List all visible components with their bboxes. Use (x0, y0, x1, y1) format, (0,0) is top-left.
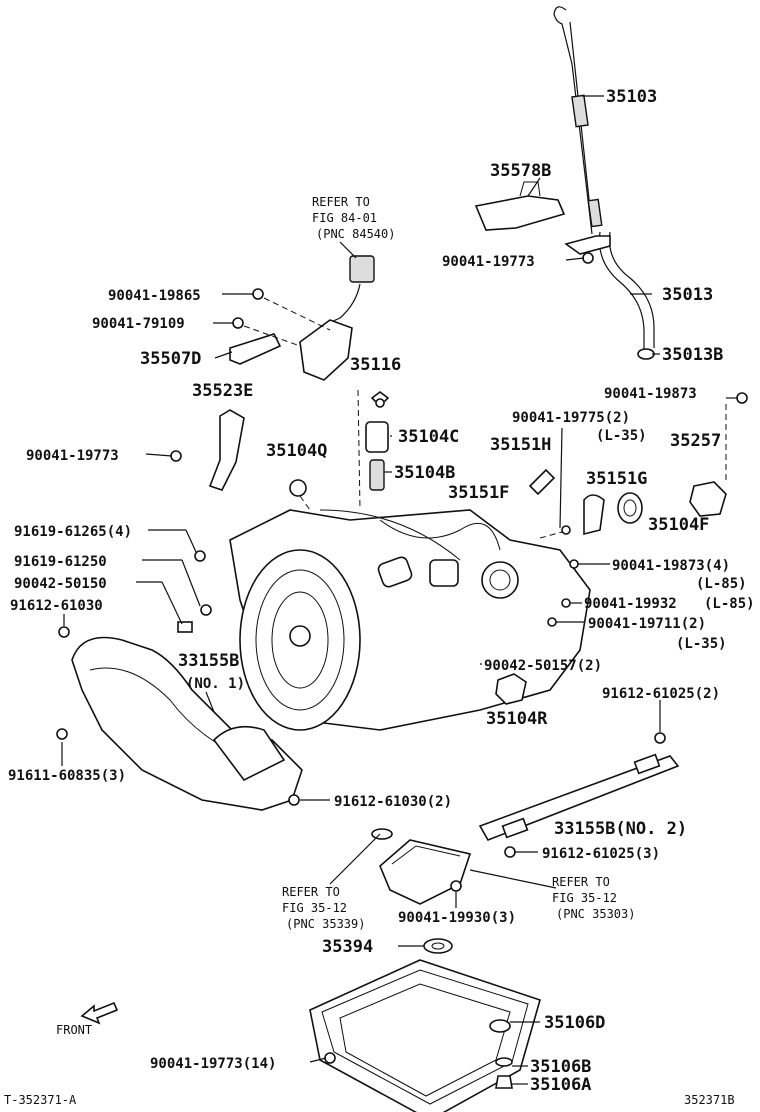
clamp-part-35578B (474, 181, 566, 231)
label-35104C: 35104C (398, 427, 459, 447)
label-90041-19711: 90041-19711(2) (588, 616, 706, 632)
label-90041-19773-14: 90041-19773(14) (150, 1056, 276, 1072)
part-labels: 35103 35578B 90041-19773 35013 35013B RE… (4, 87, 755, 1107)
ref-fig84-line2: FIG 84-01 (312, 211, 377, 225)
label-90041-19873-4: 90041-19873(4) (612, 558, 730, 574)
label-91612-61030-left: 91612-61030 (10, 598, 103, 614)
footer-left: T-352371-A (4, 1093, 77, 1107)
gasket-35394-inner (431, 942, 445, 950)
label-35151G: 35151G (586, 469, 647, 489)
label-35103: 35103 (606, 87, 657, 107)
label-91612-61025-2: 91612-61025(2) (602, 686, 720, 702)
ref-fig84-line3: (PNC 84540) (316, 227, 395, 241)
label-90041-19873: 90041-19873 (604, 386, 697, 402)
front-label: FRONT (56, 1023, 92, 1037)
label-90041-19773-left: 90041-19773 (26, 448, 119, 464)
ref-fig35-right-line3: (PNC 35303) (556, 907, 635, 921)
label-90042-50150: 90042-50150 (14, 576, 107, 592)
label-35151F: 35151F (448, 483, 509, 503)
label-35104Q: 35104Q (266, 441, 327, 461)
drain-gasket-35106B (495, 1057, 513, 1067)
label-90041-19932-note: (L-85) (704, 596, 755, 612)
transmission-case (229, 509, 591, 731)
label-90041-19930: 90041-19930(3) (398, 910, 516, 926)
label-35106B: 35106B (530, 1057, 591, 1077)
ref-fig35-left-line3: (PNC 35339) (286, 917, 365, 931)
ref-fig35-right-line2: FIG 35-12 (552, 891, 617, 905)
label-35523E: 35523E (192, 381, 253, 401)
bolts (56, 252, 748, 1064)
label-90041-19932: 90041-19932 (584, 596, 677, 612)
label-90041-19773-top: 90041-19773 (442, 254, 535, 270)
label-35394: 35394 (322, 937, 373, 957)
ref-fig84-line1: REFER TO (312, 195, 370, 209)
front-arrow-icon (80, 1001, 119, 1025)
label-90041-19775: 90041-19775(2) (512, 410, 630, 426)
dipstick-part (553, 6, 603, 235)
ref-fig35-left-line2: FIG 35-12 (282, 901, 347, 915)
label-35116: 35116 (350, 355, 401, 375)
label-35013: 35013 (662, 285, 713, 305)
filler-tube-part (564, 231, 655, 360)
label-35104R: 35104R (486, 709, 548, 729)
skid-plate-no1 (71, 636, 303, 811)
label-90041-79109: 90041-79109 (92, 316, 185, 332)
ref-fig35-right-line1: REFER TO (552, 875, 610, 889)
label-90041-19865: 90041-19865 (108, 288, 201, 304)
skid-plate-no2 (478, 753, 680, 841)
label-90042-50157: 90042-50157(2) (484, 658, 602, 674)
label-35013B: 35013B (662, 345, 723, 365)
footer-right: 352371B (684, 1093, 735, 1107)
label-91619-61250: 91619-61250 (14, 554, 107, 570)
label-90041-19775-note: (L-35) (596, 428, 647, 444)
label-91612-61030-2: 91612-61030(2) (334, 794, 452, 810)
harness-connector-part (229, 255, 375, 381)
plug-part-35104R (495, 673, 527, 705)
label-91619-61265: 91619-61265(4) (14, 524, 132, 540)
valve-body-part (371, 828, 472, 905)
ref-fig35-left-line1: REFER TO (282, 885, 340, 899)
label-35106D: 35106D (544, 1013, 605, 1033)
label-35151H: 35151H (490, 435, 551, 455)
label-90041-19711-note: (L-35) (676, 636, 727, 652)
small-parts-center (289, 391, 727, 536)
label-35578B: 35578B (490, 161, 551, 181)
label-35257: 35257 (670, 431, 721, 451)
bracket-part-35523E (208, 409, 245, 491)
leader-lines (61, 95, 738, 1085)
label-33155B-no2: 33155B(NO. 2) (554, 819, 687, 839)
label-35104F: 35104F (648, 515, 709, 535)
label-35507D: 35507D (140, 349, 201, 369)
label-91611-60835: 91611-60835(3) (8, 768, 126, 784)
drain-plug-35106A (495, 1075, 513, 1089)
label-35104B: 35104B (394, 463, 455, 483)
label-91612-61025-3: 91612-61025(3) (542, 846, 660, 862)
gasket-35394 (423, 938, 453, 954)
label-33155B-no1: 33155B (178, 651, 239, 671)
label-35106A: 35106A (530, 1075, 591, 1095)
label-90041-19873-4-note: (L-85) (696, 576, 747, 592)
oil-pan-part (309, 959, 541, 1112)
label-33155B-no1-note: (NO. 1) (186, 676, 245, 692)
